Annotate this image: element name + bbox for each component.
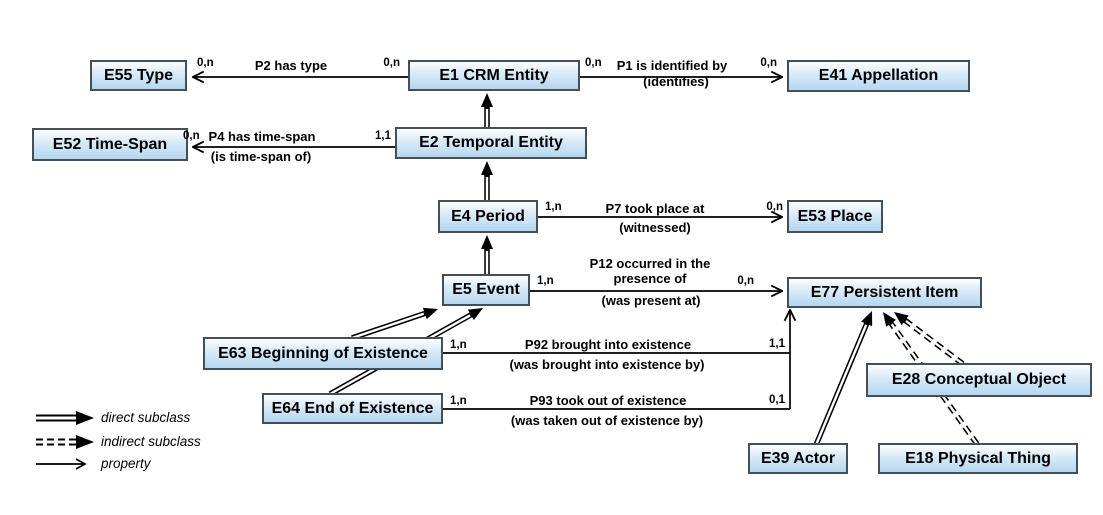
subclass-arrow-e63-e5 xyxy=(351,307,439,341)
cardinality-p7-right: 0,n xyxy=(766,201,783,213)
cardinality-p1-right: 0,n xyxy=(760,57,777,69)
node-e64-end-of-existence: E64 End of Existence xyxy=(262,393,443,424)
property-label-p12: P12 occurred in the presence of xyxy=(589,256,711,286)
node-e39-actor: E39 Actor xyxy=(748,443,848,474)
node-e28-conceptual-object: E28 Conceptual Object xyxy=(866,363,1092,397)
node-e18-physical-thing: E18 Physical Thing xyxy=(878,443,1078,474)
property-inverse-p4: (is time-span of) xyxy=(210,149,312,164)
property-label-p4: P4 has time-span xyxy=(208,129,316,144)
cardinality-p12-right: 0,n xyxy=(737,275,754,287)
cardinality-p4-right: 1,1 xyxy=(375,130,391,142)
direct-subclass-arrow-icon xyxy=(36,411,94,425)
node-e4-period: E4 Period xyxy=(438,200,538,233)
cardinality-p93-right: 0,1 xyxy=(769,394,785,406)
cardinality-p7-left: 1,n xyxy=(545,201,562,213)
property-label-p93: P93 took out of existence xyxy=(529,393,687,408)
legend-property-label: property xyxy=(101,456,151,471)
cardinality-p93-left: 1,n xyxy=(450,395,467,407)
node-e52-time-span: E52 Time-Span xyxy=(32,128,188,161)
node-e63-beginning-of-existence: E63 Beginning of Existence xyxy=(203,337,443,370)
node-e41-appellation: E41 Appellation xyxy=(787,60,970,92)
node-e55-type: E55 Type xyxy=(90,60,187,91)
node-e77-persistent-item: E77 Persistent Item xyxy=(787,277,982,308)
indirect-subclass-arrow-e18-e77 xyxy=(882,312,980,446)
indirect-subclass-arrow-e28-e77 xyxy=(894,311,965,367)
cardinality-p4-left: 0,n xyxy=(183,130,200,142)
subclass-arrow-e39-e77 xyxy=(813,311,873,447)
property-label-p1: P1 is identified by xyxy=(616,58,728,73)
cardinality-p1-left: 0,n xyxy=(585,57,602,69)
legend-indirect-subclass-label: indirect subclass xyxy=(101,434,201,449)
property-inverse-p92: (was brought into existence by) xyxy=(509,357,705,372)
legend-direct-subclass-label: direct subclass xyxy=(101,410,191,425)
property-label-p2: P2 has type xyxy=(254,58,328,73)
property-inverse-p12: (was present at) xyxy=(601,293,701,308)
cardinality-p2-left: 0,n xyxy=(197,57,214,69)
property-label-p7: P7 took place at xyxy=(605,201,705,216)
node-e2-temporal-entity: E2 Temporal Entity xyxy=(395,127,587,159)
property-inverse-p1: (identifies) xyxy=(643,74,709,89)
cardinality-p92-right: 1,1 xyxy=(769,338,785,350)
property-inverse-p7: (witnessed) xyxy=(619,220,691,235)
cardinality-p12-left: 1,n xyxy=(537,275,554,287)
property-arrow-icon xyxy=(36,458,87,470)
node-e53-place: E53 Place xyxy=(787,200,883,233)
property-inverse-p93: (was taken out of existence by) xyxy=(510,413,704,428)
node-e1-crm-entity: E1 CRM Entity xyxy=(408,60,580,91)
node-e5-event: E5 Event xyxy=(442,274,530,306)
property-label-p92: P92 brought into existence xyxy=(524,337,692,352)
cardinality-p92-left: 1,n xyxy=(450,339,467,351)
cardinality-p2-right: 0,n xyxy=(383,57,400,69)
indirect-subclass-arrow-icon xyxy=(36,435,94,449)
